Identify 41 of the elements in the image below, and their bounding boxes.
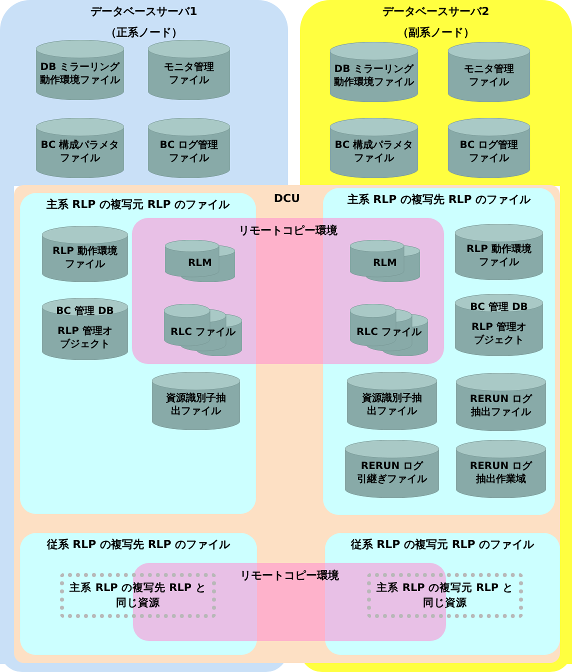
file-label: RLP 動作環境ファイル bbox=[52, 244, 118, 272]
file-label: BC 構成パラメタファイル bbox=[334, 138, 414, 166]
file-label: モニタ管理ファイル bbox=[163, 60, 215, 88]
server-panel bbox=[300, 0, 572, 186]
file-label: 資源識別子抽出ファイル bbox=[166, 392, 226, 419]
file-label: BC 構成パラメタファイル bbox=[40, 138, 120, 166]
file-label: モニタ管理ファイル bbox=[463, 62, 515, 90]
file-label: DB ミラーリング動作環境ファイル bbox=[40, 60, 120, 88]
file-label: RLP 動作環境ファイル bbox=[466, 242, 532, 270]
file-label: BC 管理 DB bbox=[470, 301, 528, 315]
file-label: RLP 管理オブジェクト bbox=[470, 320, 528, 348]
file-label: RLP 管理オブジェクト bbox=[56, 324, 114, 352]
group-title: リモートコピー環境 bbox=[238, 223, 338, 238]
dcu-panel bbox=[14, 185, 560, 663]
group-title: DCU bbox=[274, 192, 300, 205]
server-panel bbox=[0, 0, 288, 186]
file-label: RERUN ログ抽出作業域 bbox=[468, 460, 534, 487]
file-label: RLM bbox=[188, 256, 212, 270]
file-label: BC 管理 DB bbox=[56, 305, 114, 319]
group-title: （副系ノード） bbox=[398, 25, 474, 40]
group-title: データベースサーバ1 bbox=[90, 4, 198, 19]
file-label: RLM bbox=[372, 256, 398, 270]
file-label: RLC ファイル bbox=[170, 326, 236, 340]
file-label: DB ミラーリング動作環境ファイル bbox=[334, 62, 414, 90]
file-label: BC ログ管理ファイル bbox=[159, 138, 219, 166]
resource-label: 主系 RLP の複写元 RLP と同じ資源 bbox=[376, 581, 514, 610]
file-label: BC ログ管理ファイル bbox=[459, 138, 519, 166]
group-title: 主系 RLP の複写元 RLP のファイル bbox=[46, 197, 230, 212]
group-title: データベースサーバ2 bbox=[382, 4, 490, 19]
file-label: RERUN ログ引継ぎファイル bbox=[356, 460, 428, 487]
resource-label: 主系 RLP の複写先 RLP と同じ資源 bbox=[68, 581, 208, 610]
file-label: 資源識別子抽出ファイル bbox=[362, 392, 422, 419]
group-title: 従系 RLP の複写先 RLP のファイル bbox=[46, 537, 230, 552]
group-title: （正系ノード） bbox=[106, 25, 182, 40]
file-label: RLC ファイル bbox=[356, 326, 422, 340]
group-title: 主系 RLP の複写先 RLP のファイル bbox=[347, 192, 531, 207]
dotted-resource-box bbox=[60, 573, 216, 618]
group-title: リモートコピー環境 bbox=[240, 568, 339, 583]
file-label: RERUN ログ抽出ファイル bbox=[468, 392, 534, 420]
dotted-resource-box bbox=[367, 573, 523, 618]
group-title: 従系 RLP の複写元 RLP のファイル bbox=[350, 537, 534, 552]
